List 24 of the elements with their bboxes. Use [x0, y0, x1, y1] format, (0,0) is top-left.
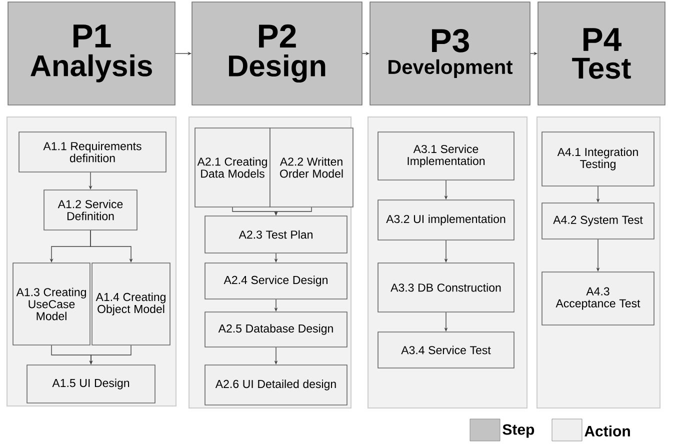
- action-box: A2.5 Database Design: [204, 312, 348, 348]
- action-box: A1.2 Service Definition: [44, 190, 138, 230]
- step-box: P3 Development: [370, 2, 530, 106]
- action-box: A3.1 Service Implementation: [378, 132, 514, 180]
- action-box: A2.4 Service Design: [204, 262, 348, 300]
- legend-label: Action: [584, 425, 630, 436]
- action-box: A1.4 Creating Object Model: [92, 262, 170, 346]
- action-box: A3.4 Service Test: [378, 332, 514, 368]
- legend-label: Step: [502, 424, 534, 438]
- step-box: P2 Design: [192, 2, 362, 106]
- step-box: P1 Analysis: [8, 2, 176, 106]
- action-box: A4.2 System Test: [542, 202, 654, 240]
- action-box: A2.6 UI Detailed design: [204, 364, 348, 406]
- action-box: A2.2 Written Order Model: [270, 128, 354, 208]
- step-box: P4 Test: [538, 2, 666, 106]
- action-box: A1.3 Creating UseCase Model: [12, 262, 90, 346]
- action-box: A4.1 Integration Testing: [542, 132, 654, 186]
- action-box: A3.2 UI implementation: [378, 200, 514, 240]
- action-box: A1.5 UI Design: [26, 364, 156, 404]
- action-box: A1.1 Requirements definition: [18, 132, 166, 172]
- action-box: A4.3 Acceptance Test: [542, 272, 654, 326]
- action-box: A2.3 Test Plan: [204, 216, 348, 254]
- action-box: A3.3 DB Construction: [378, 262, 514, 312]
- action-box: A2.1 Creating Data Models: [194, 128, 270, 208]
